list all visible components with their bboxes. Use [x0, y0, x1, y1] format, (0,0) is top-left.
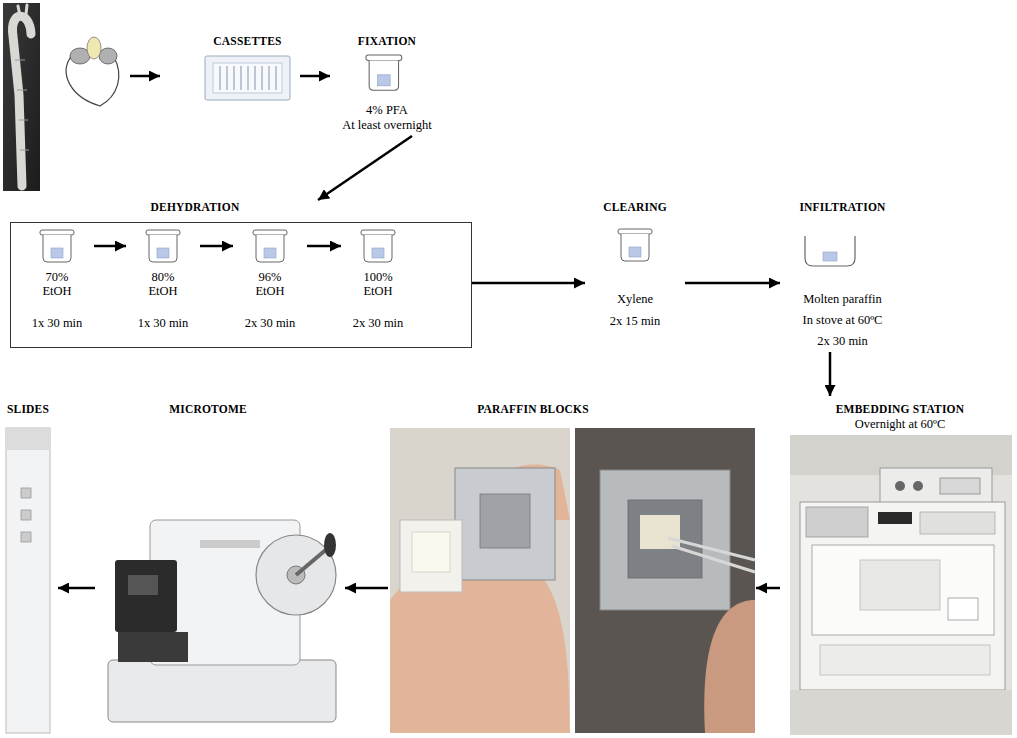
step-heading: PARAFFIN BLOCKS	[477, 402, 589, 416]
step-text: 1x 30 min	[32, 316, 83, 330]
jar-icon	[366, 55, 402, 90]
stage-box: DEHYDRATION 70% EtOH 1x 30 min 80% EtOH 1x 3…	[10, 200, 472, 348]
stage-box: CASSETTES	[195, 32, 300, 104]
step-text: At least overnight	[342, 118, 432, 132]
flow-arrow	[829, 352, 832, 396]
aorta-photo	[3, 3, 40, 191]
flow-arrow	[756, 587, 780, 590]
step-text: 4% PFA	[366, 103, 408, 117]
embedding-station-photo	[790, 435, 1012, 735]
step-box: 70% EtOH 1x 30 min	[20, 228, 94, 334]
flow-arrow	[685, 282, 780, 285]
step-heading: MICROTOME	[169, 402, 247, 416]
step-heading: SLIDES	[7, 402, 49, 416]
stage-box: SLIDES	[2, 396, 58, 736]
flow-arrow	[58, 587, 95, 590]
step-heading: CASSETTES	[213, 34, 281, 48]
stage-box: MICROTOME	[95, 396, 345, 736]
flow-arrow	[318, 136, 412, 200]
step-heading: CLEARING	[603, 200, 667, 214]
stage-box: EMBEDDING STATIONOvernight at 60ºC	[780, 396, 1015, 736]
stage-box: CLEARING Xylene 2x 15 min	[585, 200, 685, 330]
step-text: 2x 30 min	[245, 316, 296, 330]
step-text: Overnight at 60ºC	[855, 417, 946, 431]
step-heading: FIXATION	[358, 34, 416, 48]
jar-icon	[40, 230, 74, 262]
step-box: 100% EtOH 2x 30 min	[341, 228, 415, 334]
flow-arrow	[472, 282, 585, 285]
step-heading: INFILTRATION	[799, 200, 885, 214]
step-text: Xylene	[617, 292, 653, 306]
step-box: 80% EtOH 1x 30 min	[126, 228, 200, 334]
microtome-image	[108, 520, 336, 722]
stage-box: FIXATION 4% PFAAt least overnight	[330, 32, 445, 136]
paraffin-block-photo	[390, 428, 570, 733]
step-text: 1x 30 min	[138, 316, 189, 330]
step-text: In stove at 60ºC	[803, 313, 883, 327]
flow-arrow	[300, 75, 330, 78]
jar-icon	[361, 230, 395, 262]
cassette-icon	[205, 56, 290, 100]
jar-icon	[146, 230, 180, 262]
dish-icon	[805, 236, 855, 266]
step-text: Molten paraffin	[803, 292, 882, 306]
flow-arrow	[200, 245, 233, 248]
step-text: 70% EtOH	[37, 270, 77, 298]
step-text: 96% EtOH	[250, 270, 290, 298]
step-text: 2x 15 min	[610, 314, 661, 328]
heart-drawing	[66, 37, 119, 106]
jar-icon	[253, 230, 287, 262]
flow-arrow	[94, 245, 126, 248]
slide-image	[6, 428, 50, 733]
paraffin-block-photo	[575, 428, 755, 733]
arrow	[130, 75, 160, 78]
step-text: 2x 30 min	[817, 334, 868, 348]
step-heading: EMBEDDING STATION	[836, 402, 965, 416]
stage-box: INFILTRATION Molten paraffin In stove at 6…	[780, 200, 905, 352]
stage-box: PARAFFIN BLOCKS	[388, 396, 756, 736]
flow-arrow	[345, 587, 388, 590]
step-text: 80% EtOH	[143, 270, 183, 298]
jar-icon	[618, 229, 652, 261]
flow-arrow	[307, 245, 341, 248]
step-heading: DEHYDRATION	[151, 200, 240, 214]
step-text: 100% EtOH	[356, 270, 400, 298]
step-text: 2x 30 min	[353, 316, 404, 330]
step-box: 96% EtOH 2x 30 min	[233, 228, 307, 334]
